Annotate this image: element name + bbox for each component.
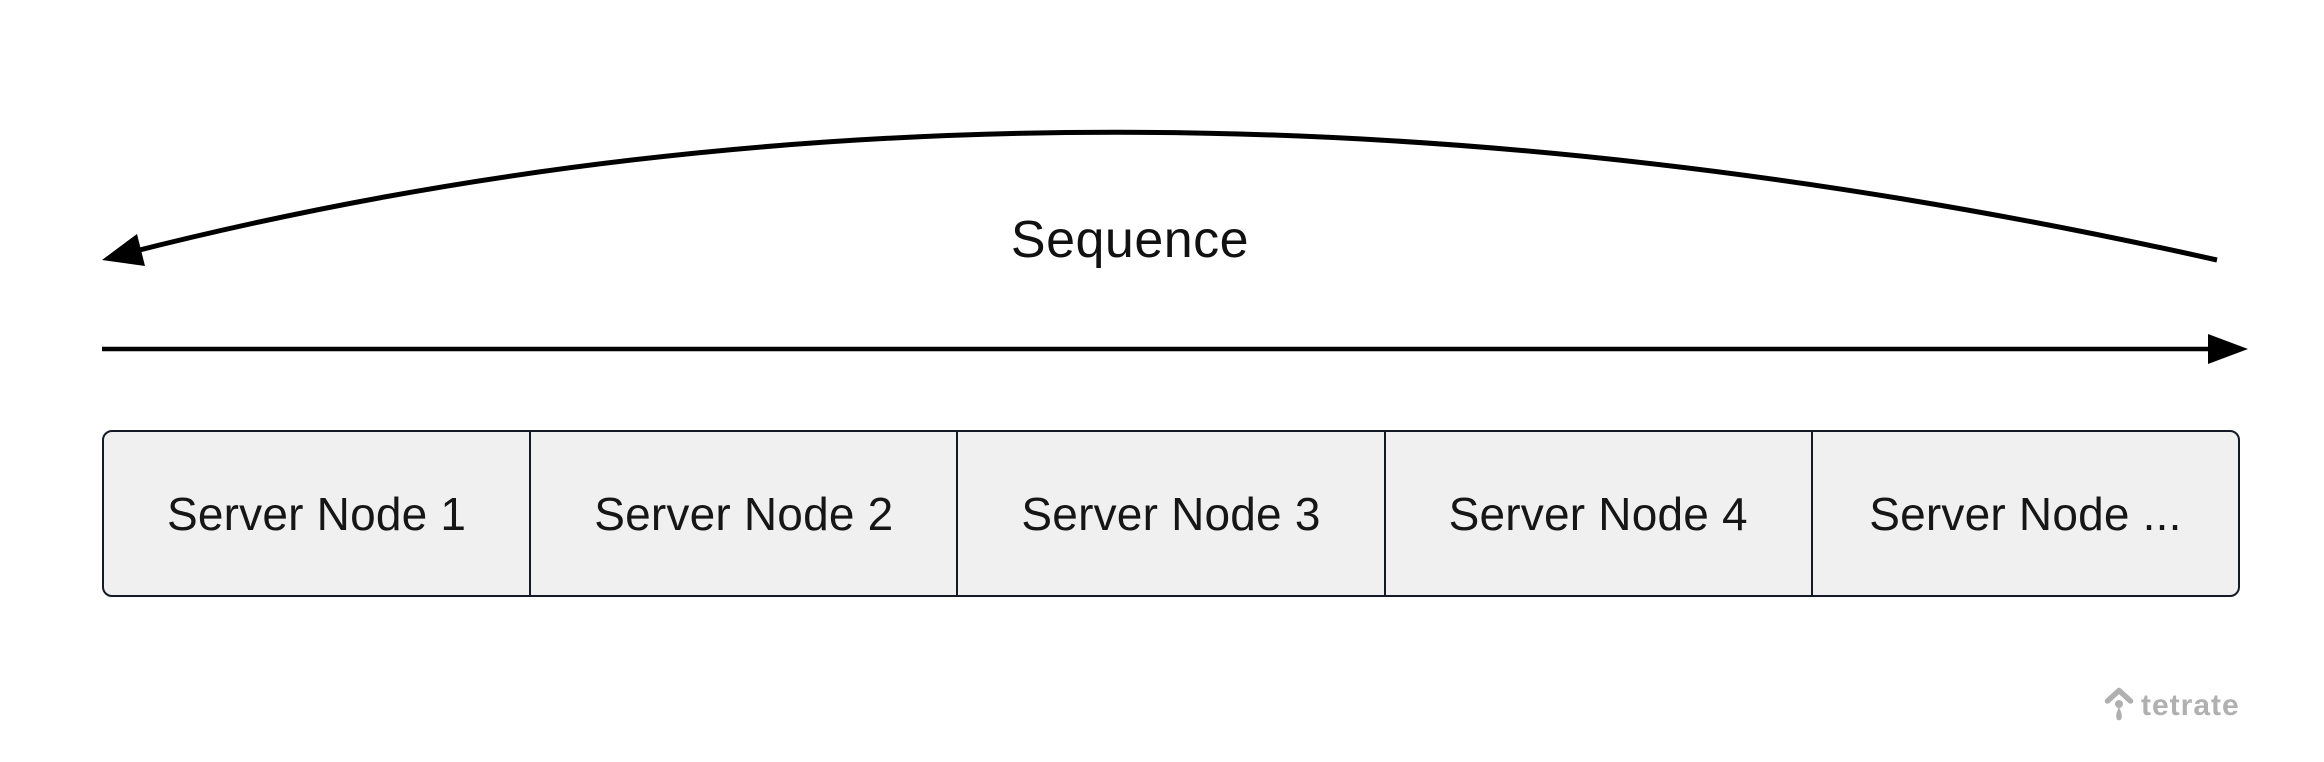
server-node-label: Server Node 2: [594, 487, 894, 540]
sequence-arc: [111, 129, 2218, 263]
timeline-arrowhead-icon: [2208, 334, 2248, 364]
tetrate-logo-text: tetrate: [2141, 689, 2240, 722]
server-node-box-4: Server Node 4: [1383, 432, 1811, 595]
sequence-arc-arrowhead-icon: [102, 234, 145, 266]
server-node-label: Server Node ...: [1869, 487, 2182, 540]
sequence-label: Sequence: [1010, 211, 1250, 269]
server-node-box-more: Server Node ...: [1810, 432, 2238, 595]
server-node-label: Server Node 3: [1021, 487, 1321, 540]
server-node-label: Server Node 4: [1448, 487, 1748, 540]
server-node-label: Server Node 1: [167, 487, 467, 540]
server-node-box-1: Server Node 1: [104, 432, 529, 595]
server-node-box-3: Server Node 3: [956, 432, 1383, 595]
server-nodes-row: Server Node 1 Server Node 2 Server Node …: [102, 430, 2240, 597]
tetrate-mark-icon: [2104, 687, 2134, 721]
tetrate-logo: tetrate: [2104, 686, 2240, 726]
server-node-box-2: Server Node 2: [529, 432, 956, 595]
